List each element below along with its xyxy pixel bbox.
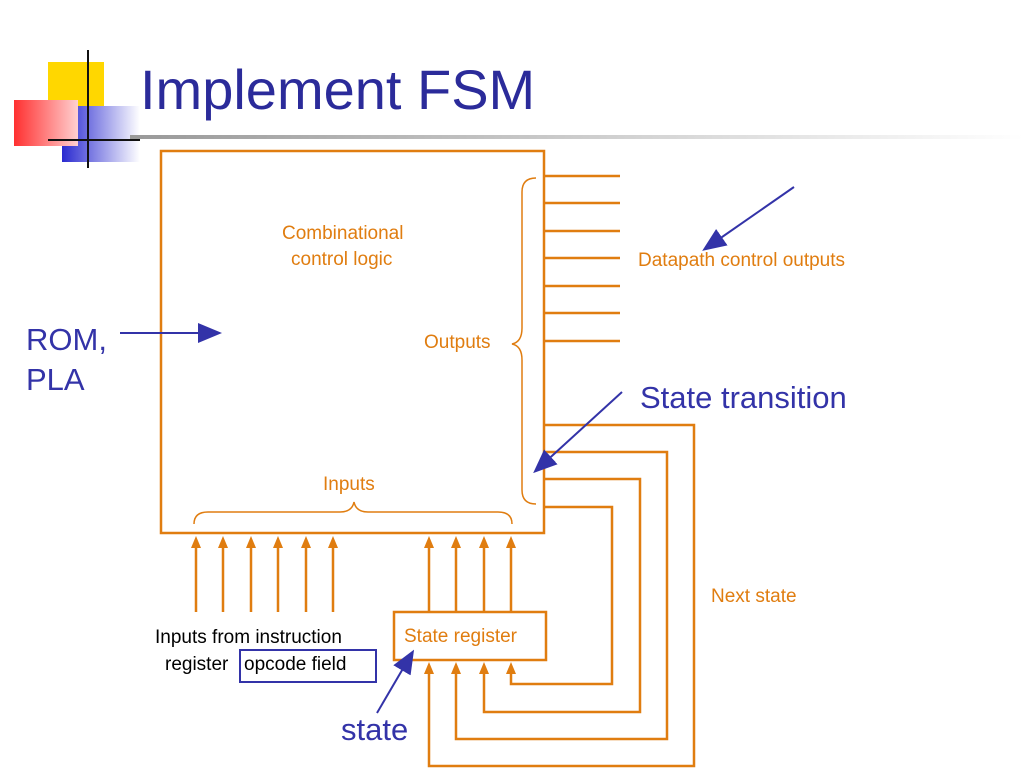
logo-red-bar [14, 100, 78, 146]
state-input-arrows [427, 546, 513, 612]
state-register-label: State register [404, 626, 517, 647]
datapath-arrow [702, 186, 795, 251]
combinational-label-line2: control logic [291, 249, 393, 270]
opcode-field-box [239, 649, 377, 683]
rom-label-line1: ROM, [26, 322, 107, 357]
datapath-outputs-label: Datapath control outputs [638, 250, 846, 271]
state-label: state [341, 712, 409, 747]
state-register-box [392, 610, 548, 662]
datapath-output-lines [544, 174, 620, 343]
combinational-label-line1: Combinational [282, 223, 404, 244]
instruction-input-arrowheads [191, 536, 338, 548]
next-state-arrowheads [424, 662, 516, 674]
instruction-label-register: register [165, 654, 229, 675]
inputs-label: Inputs [323, 474, 375, 495]
instruction-label-opcode: opcode field [244, 654, 347, 675]
outputs-brace [511, 177, 537, 505]
title-underline [130, 135, 1024, 139]
outputs-label: Outputs [424, 332, 491, 353]
next-state-label: Next state [711, 586, 797, 607]
rom-label-line2: PLA [26, 362, 85, 397]
instruction-input-arrows [194, 546, 335, 612]
next-state-lines [427, 423, 696, 768]
state-arrow [376, 649, 415, 714]
state-transition-label: State transition [640, 380, 847, 415]
slide-logo [14, 50, 140, 168]
inputs-brace [193, 501, 513, 525]
state-transition-arrow [533, 391, 623, 474]
page-title: Implement FSM [140, 58, 536, 121]
instruction-label-line1: Inputs from instruction [155, 627, 342, 648]
state-input-arrowheads [424, 536, 516, 548]
